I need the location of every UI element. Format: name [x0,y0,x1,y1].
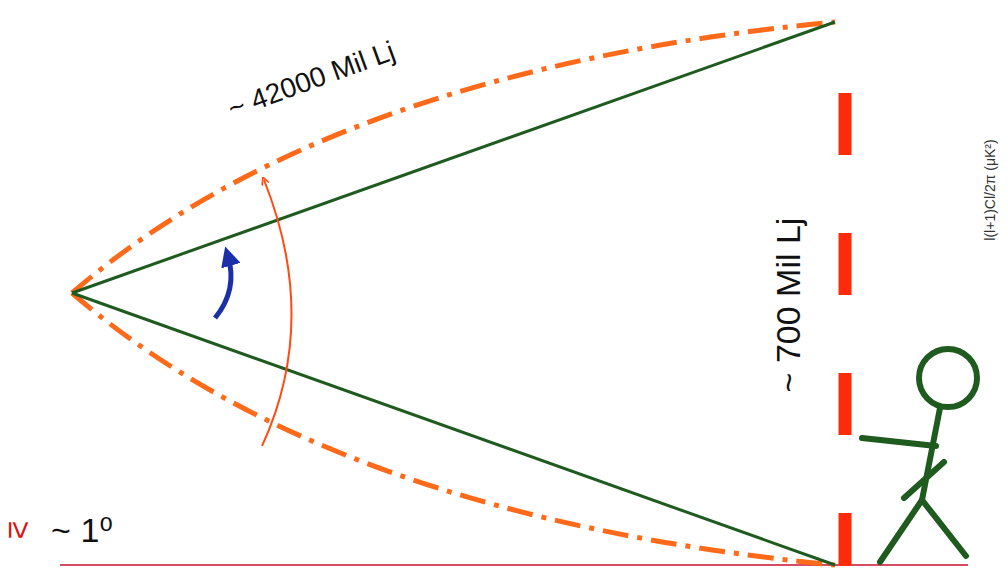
straight-ray [72,22,835,293]
stick-figure [862,349,977,562]
size-label: ~ 700 Mil Lj [771,218,805,393]
angle-arrow [262,180,292,446]
axis-label: l(l+1)Cl/2π (μK²) [983,139,997,240]
curved-ray [72,293,835,565]
relation-symbol: ≥ [4,521,36,539]
curved-ray [72,22,835,293]
straight-ray [72,293,835,565]
size-bar [839,93,852,566]
angle-arrow [215,256,231,318]
distance-label: ~ 42000 Mil Lj [225,37,399,123]
angle-label: ~ 1⁰ [51,513,113,547]
